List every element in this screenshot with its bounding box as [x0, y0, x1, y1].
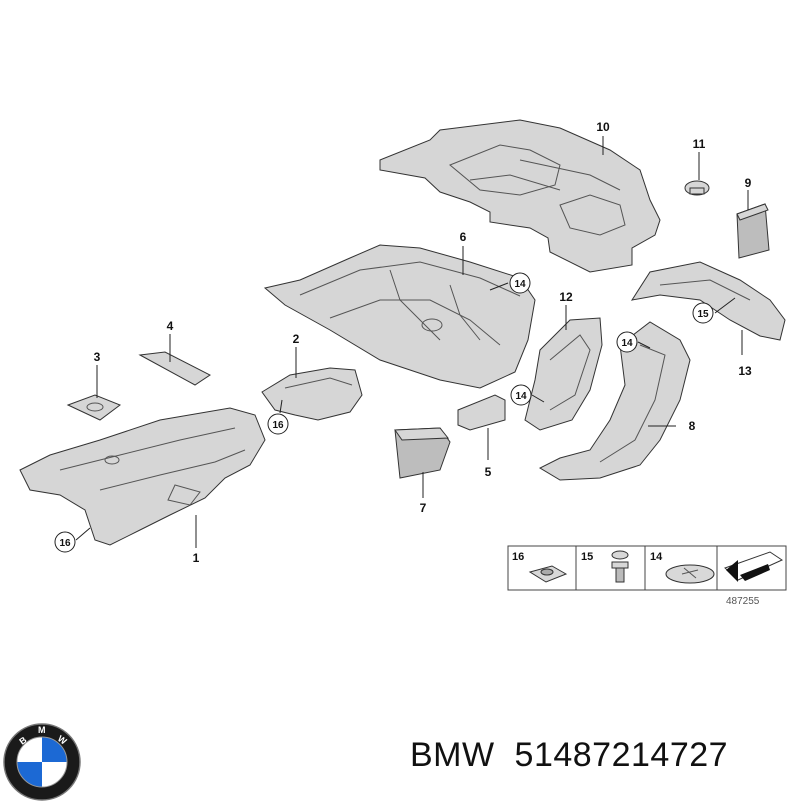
svg-text:16: 16 [59, 538, 71, 549]
callout-11: 11 [693, 137, 706, 151]
callout-5: 5 [485, 465, 492, 479]
part-11-clip [684, 180, 710, 196]
callout-3: 3 [94, 350, 101, 364]
callout-1: 1 [193, 551, 200, 565]
brand-part-line: BMW 51487214727 [410, 736, 728, 775]
svg-text:14: 14 [621, 338, 633, 349]
part-4-strip [138, 351, 211, 386]
logo-letter-m: M [38, 725, 46, 735]
arrow-icon [740, 564, 770, 581]
callout-labels: 1 2 3 4 5 6 7 8 9 10 11 12 13 [94, 120, 752, 565]
fastener-table: 16 15 14 487255 [507, 545, 787, 607]
part-7-wedge [394, 427, 451, 479]
callout-7: 7 [420, 501, 427, 515]
push-clip-icon [665, 564, 715, 584]
svg-text:15: 15 [581, 551, 593, 563]
callout-9: 9 [745, 176, 752, 190]
callout-6: 6 [460, 230, 467, 244]
svg-text:16: 16 [272, 420, 284, 431]
callout-8: 8 [689, 419, 696, 433]
part-1-tunnel-insulation [19, 407, 266, 546]
bmw-logo: B M W [3, 723, 81, 801]
svg-text:16: 16 [512, 551, 524, 563]
fastener-cell-15: 15 [581, 550, 629, 583]
logo-letter-b: B [17, 734, 28, 746]
svg-text:15: 15 [697, 309, 709, 320]
part-2-tunnel-shield [261, 367, 363, 421]
callout-12: 12 [559, 290, 573, 304]
part-8-long-panel [538, 321, 691, 481]
callout-2: 2 [293, 332, 300, 346]
parts-diagram: 1 2 3 4 5 6 7 8 9 10 11 12 13 14 14 14 1… [19, 119, 787, 607]
fastener-cell-symbol [724, 551, 784, 582]
ring-callout-14-a: 14 [509, 272, 531, 294]
svg-text:14: 14 [514, 279, 526, 290]
callout-13: 13 [738, 364, 752, 378]
fastener-cell-14: 14 [650, 551, 715, 584]
clip-icon [611, 550, 629, 560]
ring-callout-15: 15 [692, 302, 714, 324]
part-13-side-shield [630, 261, 786, 341]
callout-10: 10 [596, 120, 610, 134]
ring-callout-14-b: 14 [616, 331, 638, 353]
ring-callouts: 14 14 14 15 16 16 [54, 272, 714, 553]
part-6-front-insulation [263, 244, 536, 389]
part-5-block [457, 394, 506, 431]
brand-name: BMW [410, 736, 495, 774]
part-12-panel [524, 317, 603, 431]
svg-text:14: 14 [515, 391, 527, 402]
part-10-rear-insulation [379, 119, 661, 273]
part-3-plate [66, 394, 122, 421]
fastener-cell-16: 16 [512, 551, 568, 583]
ring-callout-16-b: 16 [54, 531, 76, 553]
leader-lines [75, 136, 749, 548]
part-9-pad [736, 203, 770, 259]
svg-text:14: 14 [650, 551, 663, 563]
part-number: 51487214727 [514, 736, 729, 774]
callout-4: 4 [167, 319, 174, 333]
ring-callout-14-c: 14 [510, 384, 532, 406]
image-number: 487255 [726, 596, 760, 607]
ring-callout-16-a: 16 [267, 413, 289, 435]
